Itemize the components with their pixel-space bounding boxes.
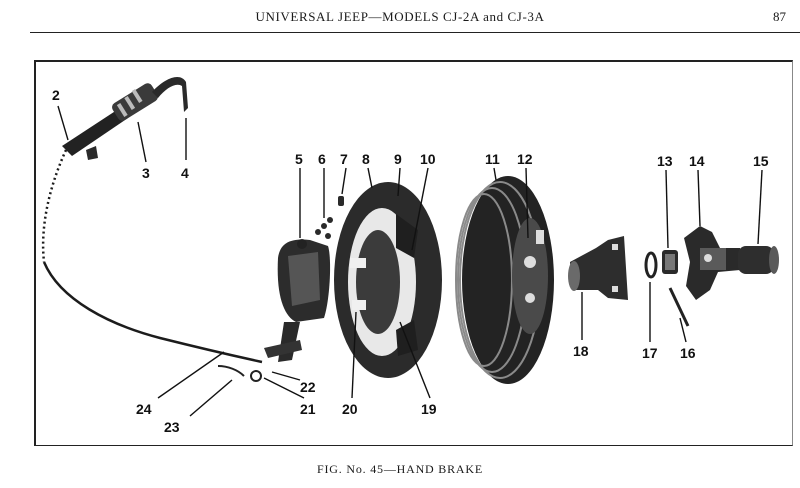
callout-labels: 2 3 4 5 6 7 8 9 10 11 12 13 14 15 16 17 … — [52, 87, 769, 435]
nut — [662, 250, 678, 274]
callout-7: 7 — [340, 151, 348, 167]
callout-23: 23 — [164, 419, 180, 435]
callout-24: 24 — [136, 401, 152, 417]
callout-21: 21 — [300, 401, 316, 417]
callout-4: 4 — [181, 165, 189, 181]
brake-lever-assembly — [217, 239, 331, 382]
brake-cable — [41, 149, 263, 364]
washer — [644, 251, 658, 279]
running-header: UNIVERSAL JEEP—MODELS CJ-2A and CJ-3A — [255, 9, 545, 24]
small-hardware — [315, 196, 344, 239]
cotter-pin — [668, 287, 690, 327]
callout-9: 9 — [394, 151, 402, 167]
hand-brake-exploded-diagram: 2 3 4 5 6 7 8 9 10 11 12 13 14 15 16 17 … — [41, 77, 779, 435]
callout-16: 16 — [680, 345, 696, 361]
callout-6: 6 — [318, 151, 326, 167]
page-number: 87 — [773, 9, 786, 24]
callout-14: 14 — [689, 153, 705, 169]
callout-13: 13 — [657, 153, 673, 169]
callout-15: 15 — [753, 153, 769, 169]
callout-2: 2 — [52, 87, 60, 103]
callout-18: 18 — [573, 343, 589, 359]
callout-8: 8 — [362, 151, 370, 167]
callout-5: 5 — [295, 151, 303, 167]
header-rule — [30, 32, 800, 33]
propeller-shaft-end — [738, 246, 779, 274]
callout-17: 17 — [642, 345, 658, 361]
callout-leaders — [57, 105, 763, 417]
brake-drum — [455, 176, 554, 384]
companion-flange — [568, 236, 628, 300]
callout-3: 3 — [142, 165, 150, 181]
callout-12: 12 — [517, 151, 533, 167]
figure-caption: FIG. No. 45—HAND BRAKE — [317, 462, 483, 476]
figure-frame — [34, 60, 793, 446]
callout-20: 20 — [342, 401, 358, 417]
handle-assembly — [62, 77, 188, 160]
callout-22: 22 — [300, 379, 316, 395]
universal-joint-yoke — [684, 226, 740, 300]
callout-19: 19 — [421, 401, 437, 417]
callout-10: 10 — [420, 151, 436, 167]
callout-11: 11 — [485, 151, 500, 167]
backing-plate — [334, 182, 442, 378]
